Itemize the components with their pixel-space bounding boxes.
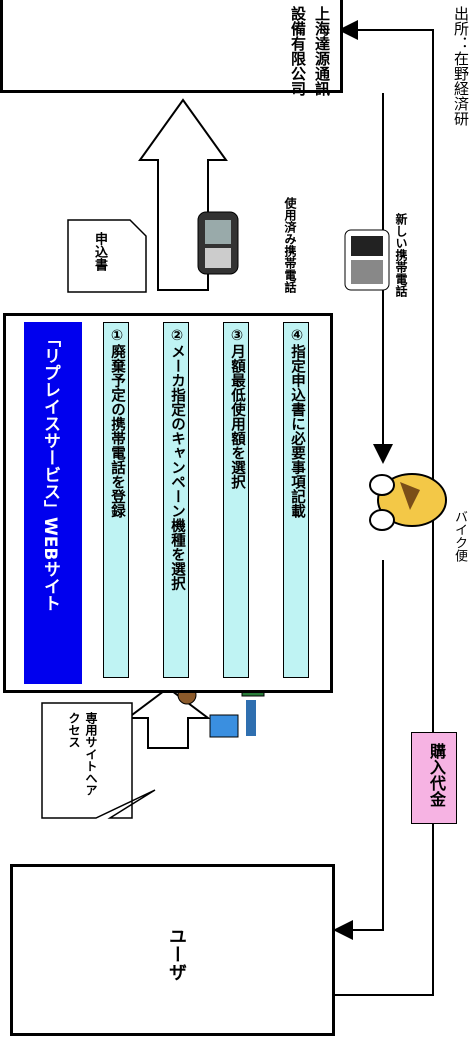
company-name-line2: 設備有限公司 [289, 6, 307, 96]
purchase-payment-badge [411, 732, 457, 824]
step-4 [283, 322, 309, 678]
user-box [10, 864, 335, 1036]
step-1-label: ①廃棄予定の携帯電話を登録 [109, 328, 125, 518]
step-1 [103, 322, 129, 678]
used-phone-label: 使用済み携帯電話 [283, 197, 297, 293]
new-phone-label: 新しい携帯電話 [394, 213, 408, 297]
courier-to-user-line [333, 560, 384, 940]
new-phone-icon [344, 229, 390, 291]
company-box [0, 0, 343, 93]
speech-bubble [41, 702, 156, 819]
used-phone-icon [197, 211, 239, 275]
application-form-label: 申込書 [92, 232, 107, 271]
website-title: 「リプレイスサービス」WEBサイト [40, 330, 60, 612]
company-name-line1: 上海達源通訊 [313, 6, 331, 96]
website-title-bar [24, 322, 82, 684]
source-label: 出所：在野経済研 [452, 6, 470, 126]
access-site-label: 専用サイトへアクセス [67, 712, 98, 796]
user-label: ユーザ [166, 927, 187, 981]
bike-courier-icon [369, 473, 447, 531]
step-2-label: ②メーカ指定のキャンペーン機種を選択 [169, 328, 185, 591]
step-3 [223, 322, 249, 678]
bike-courier-label: バイク便 [452, 510, 467, 562]
step-3-label: ③月額最低使用額を選択 [229, 328, 245, 489]
step-4-label: ④指定申込書に必要事項記載 [289, 328, 305, 518]
application-form-icon [67, 219, 147, 293]
step-2 [163, 322, 189, 678]
purchase-payment-label: 購入代金 [427, 743, 446, 807]
